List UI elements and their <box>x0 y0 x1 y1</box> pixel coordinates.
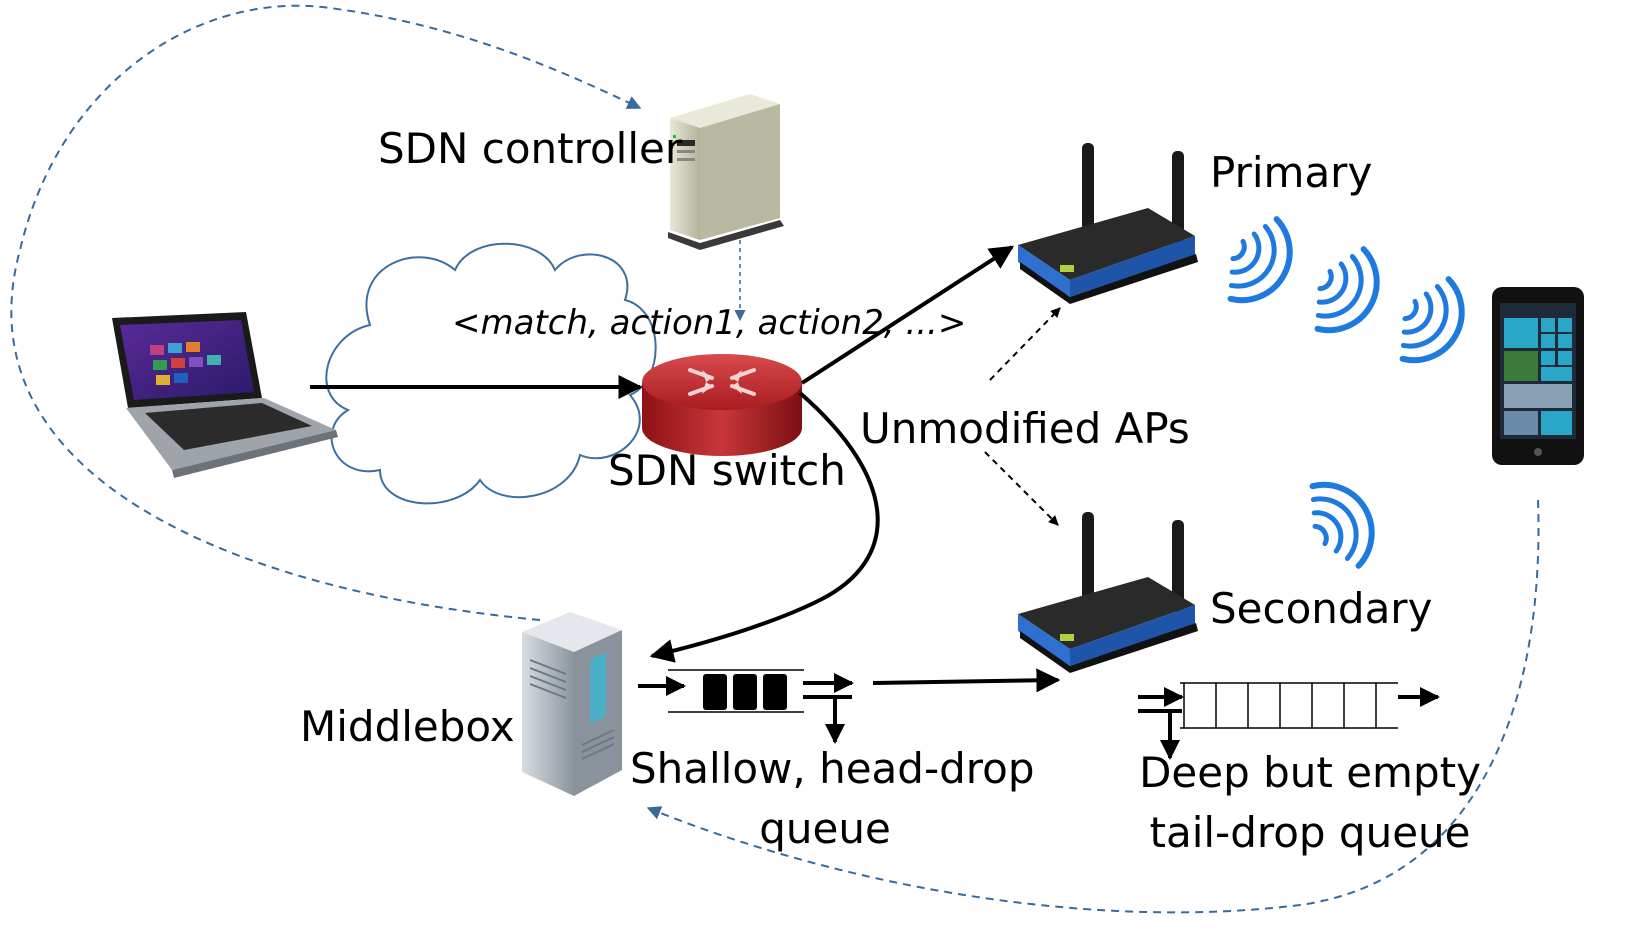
primary-ap-label: Primary <box>1210 148 1373 197</box>
sdn-router-icon <box>642 354 802 456</box>
cloud-icon <box>325 242 657 505</box>
dashed-loop-upper <box>10 4 642 621</box>
deep-queue-icon <box>1138 682 1440 760</box>
deep-queue-label-line1: Deep but empty <box>1139 748 1481 797</box>
sdn-switch-label: SDN switch <box>608 446 846 495</box>
secondary-ap-label: Secondary <box>1210 584 1433 633</box>
arrow-switch-to-middlebox <box>649 391 880 663</box>
wifi-signal-icon <box>1227 216 1293 304</box>
dashed-arrow-to-primary <box>989 307 1061 381</box>
wifi-router-icon <box>1018 143 1198 304</box>
shallow-queue-label-line1: Shallow, head-drop <box>630 744 1035 793</box>
dashed-loop-lower <box>646 499 1540 914</box>
deep-queue-label-line2: tail-drop queue <box>1149 808 1471 857</box>
match-action-rule: <match, action1, action2, ...> <box>452 303 967 343</box>
dashed-arrow-to-secondary <box>984 451 1059 526</box>
wifi-router-icon <box>1018 512 1198 673</box>
shallow-queue-icon <box>638 669 854 744</box>
sdn-controller-label: SDN controller <box>378 124 683 173</box>
wifi-signal-icon <box>1399 276 1465 364</box>
shallow-queue-label-line2: queue <box>759 804 891 853</box>
unmodified-aps-label: Unmodified APs <box>860 404 1190 453</box>
middlebox-label: Middlebox <box>300 702 515 751</box>
wifi-signal-icon <box>1314 246 1380 334</box>
laptop-icon <box>112 312 338 478</box>
smartphone-icon <box>1492 287 1584 465</box>
server-icon <box>522 612 622 796</box>
arrow-switch-to-primary <box>800 245 1015 385</box>
arrow-middlebox-to-secondary <box>872 668 1061 693</box>
server-tower-icon <box>668 94 784 250</box>
wifi-signal-icon <box>1309 481 1375 569</box>
